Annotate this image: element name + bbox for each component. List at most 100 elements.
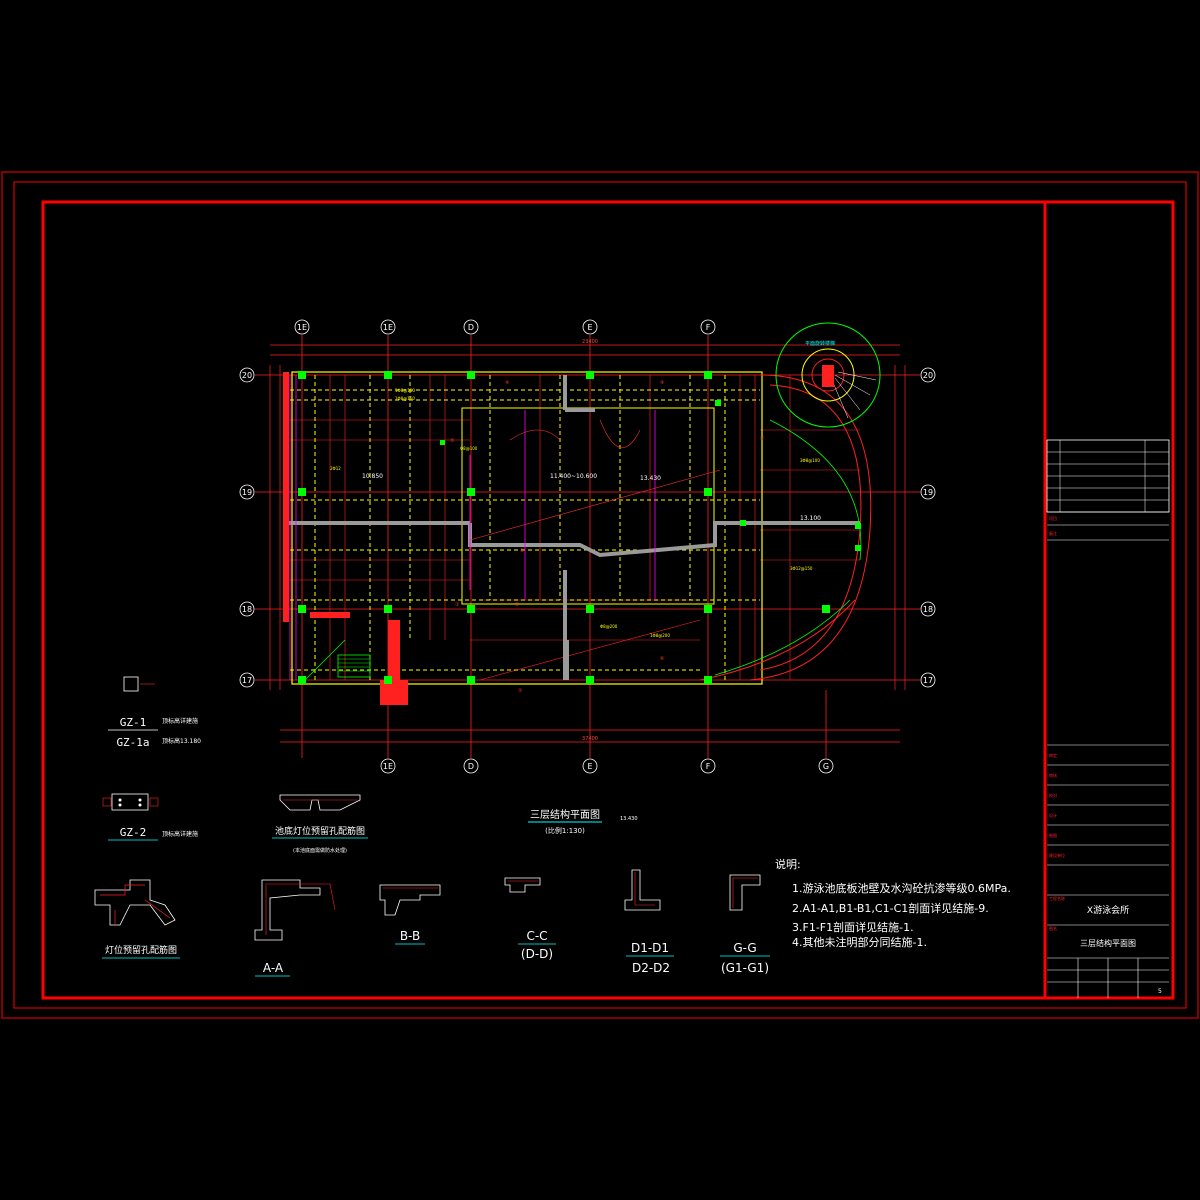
svg-text:18: 18 — [242, 605, 252, 614]
svg-text:F: F — [706, 762, 711, 771]
grid-bubble-top-2: D — [463, 319, 479, 335]
slab-level-d: 10.850 — [362, 473, 383, 480]
section-cc-label: C-C — [526, 929, 547, 943]
stair-label: 平面旋转楼梯 — [805, 340, 835, 347]
svg-text:17: 17 — [923, 676, 933, 685]
grid-bubble-bottom-0: 1E — [380, 758, 396, 774]
gz2-note: 顶标高详建施 — [162, 830, 198, 838]
slab-level-b: 13.430 — [640, 475, 661, 482]
gz1a-label: GZ-1a — [116, 736, 149, 749]
gz2-detail: GZ-2 顶标高详建施 — [102, 793, 198, 841]
svg-text:①: ① — [455, 602, 460, 608]
svg-text:19: 19 — [923, 488, 933, 497]
grid-bubble-top-4: F — [700, 319, 716, 335]
plan-elevation: 13.430 — [620, 816, 638, 822]
columns — [298, 371, 861, 684]
section-dd-label: (D-D) — [521, 947, 553, 961]
svg-text:1E: 1E — [383, 323, 393, 332]
slab-level-a: 11.400~10.600 — [550, 473, 597, 480]
grid-bubble-top-1: 1E — [380, 319, 396, 335]
svg-text:3Φ12@150: 3Φ12@150 — [790, 566, 813, 571]
grid-bubble-left-3: 17 — [239, 672, 255, 688]
section-gg: G-G (G1-G1) — [720, 874, 770, 975]
sheet-number: 5 — [1158, 988, 1162, 995]
svg-text:1Φ8@150: 1Φ8@150 — [395, 396, 415, 401]
svg-text:⑤: ⑤ — [450, 438, 454, 444]
grid-bubble-right-2: 18 — [920, 601, 936, 617]
gz1-detail: GZ-1 GZ-1a 顶标高详建施 顶标高13.180 — [108, 676, 201, 749]
svg-text:④: ④ — [660, 380, 665, 386]
note-4: 4.其他未注明部分同结施-1. — [792, 935, 927, 949]
svg-text:⑥: ⑥ — [660, 656, 665, 662]
grid-bubble-bottom-1: D — [463, 758, 479, 774]
svg-text:校对: 校对 — [1049, 792, 1057, 798]
svg-text:18: 18 — [923, 605, 933, 614]
gz1a-note: 顶标高13.180 — [162, 737, 201, 745]
slab-level-c: 13.100 — [800, 515, 821, 522]
svg-text:1E: 1E — [383, 762, 393, 771]
svg-text:1E: 1E — [297, 323, 307, 332]
svg-text:⑦: ⑦ — [760, 436, 765, 442]
section-bb: B-B — [379, 884, 441, 945]
section-bb-label: B-B — [400, 929, 420, 943]
grid-bubble-right-0: 20 — [920, 367, 936, 383]
lamp-title: 灯位预留孔配筋图 — [105, 944, 177, 956]
svg-text:建设单位: 建设单位 — [1049, 852, 1065, 858]
grid-bubble-left-2: 18 — [239, 601, 255, 617]
svg-text:Φ8@200: Φ8@200 — [600, 624, 618, 629]
grid-bubble-bottom-3: F — [700, 758, 716, 774]
grid-bubble-right-3: 17 — [920, 672, 936, 688]
svg-text:G: G — [823, 762, 829, 771]
note-1: 1.游泳池底板池壁及水沟砼抗渗等级0.6MPa. — [792, 881, 1011, 895]
svg-text:③: ③ — [520, 548, 524, 554]
grid-bubble-top-3: E — [582, 319, 598, 335]
svg-text:F: F — [706, 323, 711, 332]
section-d1: D1-D1 D2-D2 — [624, 869, 674, 975]
pool-light-title: 池底灯位预留孔配筋图 — [275, 825, 365, 837]
svg-text:④: ④ — [505, 380, 510, 386]
gz1-label: GZ-1 — [120, 716, 147, 729]
outer-frame-inner — [13, 181, 1187, 1009]
gz2-label: GZ-2 — [120, 826, 147, 839]
svg-text:D: D — [468, 762, 474, 771]
plan-title: 三层结构平面图 — [530, 808, 600, 821]
svg-text:备注: 备注 — [1049, 530, 1057, 536]
gz1-note: 顶标高详建施 — [162, 717, 198, 725]
svg-text:20: 20 — [242, 371, 252, 380]
note-2: 2.A1-A1,B1-B1,C1-C1剖面详见结施-9. — [792, 901, 989, 915]
grid-bubble-bottom-2: E — [582, 758, 598, 774]
grid-bubbles: 1E 1E D E F 1E D E F G 20 20 19 19 18 18 17 17 — [239, 319, 936, 774]
svg-text:20: 20 — [923, 371, 933, 380]
svg-text:Φ8@100: Φ8@100 — [460, 446, 478, 451]
svg-text:2Φ12: 2Φ12 — [330, 466, 341, 471]
section-gg-label: G-G — [733, 941, 756, 955]
svg-text:工程名称: 工程名称 — [1049, 895, 1065, 901]
plan-scale: (比例1:130) — [545, 826, 585, 835]
section-g1-label: (G1-G1) — [721, 961, 769, 975]
svg-text:E: E — [587, 762, 592, 771]
lamp-detail: 灯位预留孔配筋图 — [94, 879, 180, 959]
svg-text:1Φ8@200: 1Φ8@200 — [650, 633, 670, 638]
grid-bubble-left-0: 20 — [239, 367, 255, 383]
svg-text:E: E — [587, 323, 592, 332]
section-aa: A-A — [254, 879, 336, 977]
concrete-walls — [287, 375, 860, 680]
grid-bubble-left-1: 19 — [239, 484, 255, 500]
svg-text:审定: 审定 — [1049, 752, 1057, 758]
svg-text:19: 19 — [242, 488, 252, 497]
svg-text:1Φ8@150: 1Φ8@150 — [395, 388, 415, 393]
section-aa-label: A-A — [263, 961, 284, 975]
plan-title-group: 三层结构平面图 13.430 (比例1:130) — [528, 808, 638, 835]
svg-text:图名: 图名 — [1049, 925, 1057, 931]
drawing-border — [41, 200, 1175, 1000]
svg-text:设计: 设计 — [1049, 812, 1057, 818]
drawing-name: 三层结构平面图 — [1080, 938, 1136, 948]
floor-plan: 37400 23400 — [255, 322, 920, 758]
grid-bubble-top-0: 1E — [294, 319, 310, 335]
grid-bubble-right-1: 19 — [920, 484, 936, 500]
svg-text:D: D — [468, 323, 474, 332]
spiral-stair: 平面旋转楼梯 — [775, 322, 881, 428]
note-3: 3.F1-F1剖面详见结施-1. — [792, 920, 914, 934]
